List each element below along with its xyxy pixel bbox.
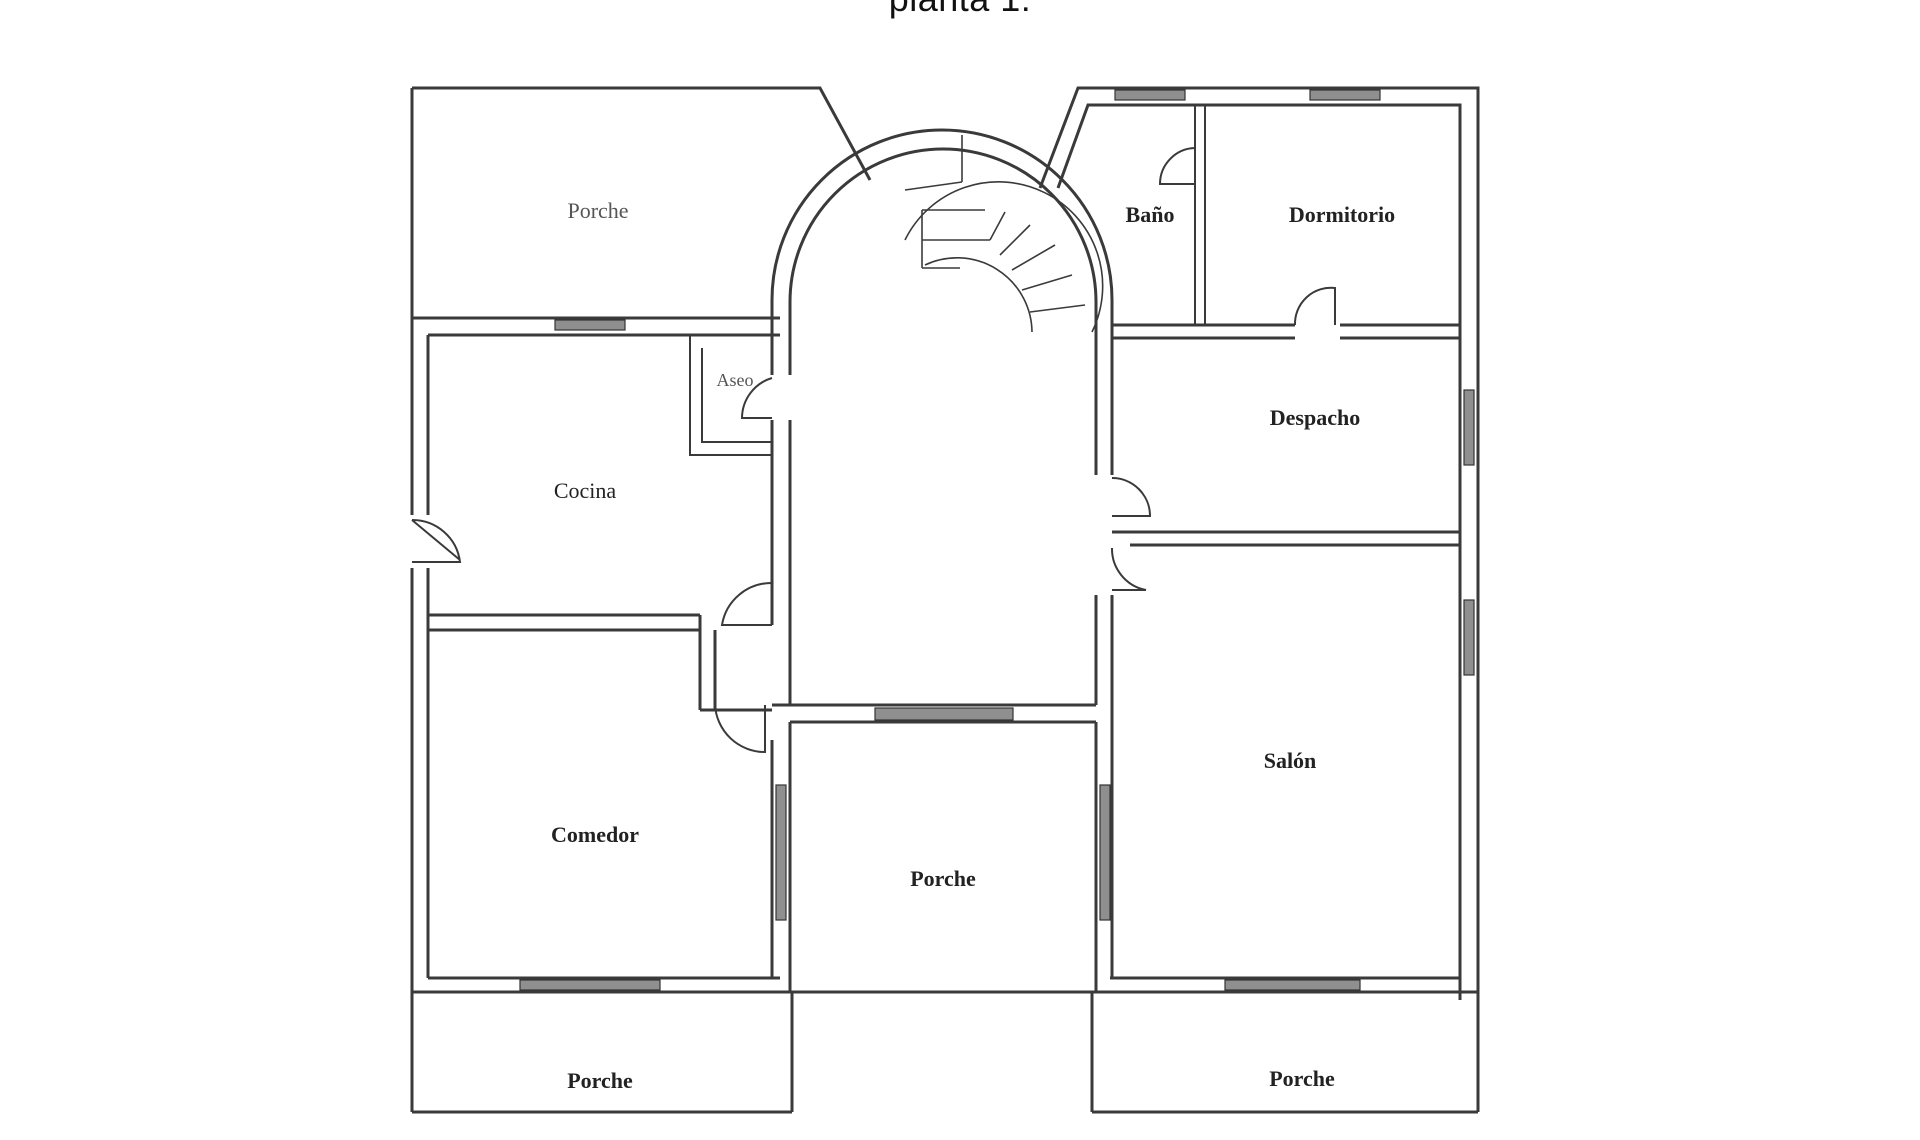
stair-outer-arc bbox=[904, 181, 1104, 333]
outer-walls bbox=[410, 86, 1480, 1114]
stair-step-6 bbox=[1011, 244, 1056, 271]
label-despacho: Despacho bbox=[1270, 405, 1360, 430]
window-comedor-side bbox=[775, 784, 787, 921]
door-salon bbox=[1110, 547, 1147, 591]
wall-top-right-inner bbox=[1056, 103, 1462, 1000]
stair-step-4 bbox=[989, 211, 1006, 241]
label-porche-bottom-left: Porche bbox=[567, 1068, 633, 1093]
window-cocina bbox=[554, 319, 626, 331]
door-comedor bbox=[714, 704, 766, 754]
stair-inner-arc bbox=[924, 257, 1033, 333]
spiral-stair bbox=[904, 135, 1104, 333]
window-salon bbox=[1224, 979, 1361, 991]
window-hall bbox=[874, 707, 1014, 721]
door-aseo bbox=[740, 377, 773, 419]
label-comedor: Comedor bbox=[551, 822, 639, 847]
door-despacho bbox=[1111, 477, 1152, 517]
room-labels: Porche Baño Dormitorio Aseo Cocina Despa… bbox=[551, 198, 1395, 1093]
plan-title: planta 1: bbox=[0, 0, 1920, 20]
label-dormitorio: Dormitorio bbox=[1289, 202, 1395, 227]
window-salon-side bbox=[1463, 599, 1475, 676]
internal-walls bbox=[428, 105, 1460, 978]
rotunda-outer-arc bbox=[770, 128, 1114, 330]
stair-step-7 bbox=[1021, 274, 1073, 291]
door-dormitorio bbox=[1293, 286, 1336, 326]
rotunda-inner-arc bbox=[788, 147, 1098, 330]
aseo-walls bbox=[689, 335, 772, 456]
label-porche-top: Porche bbox=[567, 198, 628, 223]
label-bano: Baño bbox=[1126, 202, 1175, 227]
door-bano bbox=[1158, 147, 1196, 185]
doors bbox=[411, 147, 1336, 754]
window-despacho bbox=[1463, 389, 1475, 466]
wall-top-right bbox=[1038, 86, 1480, 1112]
wall-top-left bbox=[412, 86, 872, 181]
stair-step-8 bbox=[1029, 304, 1086, 313]
window-dormitorio bbox=[1309, 89, 1381, 101]
door-cocina-exterior bbox=[411, 518, 462, 563]
aseo-walls-inner bbox=[701, 348, 772, 443]
label-cocina: Cocina bbox=[554, 478, 617, 503]
window-comedor bbox=[519, 979, 661, 991]
rotunda-walls bbox=[770, 128, 1114, 992]
label-aseo: Aseo bbox=[717, 370, 754, 390]
window-salon-porche bbox=[1099, 784, 1111, 921]
label-porche-center: Porche bbox=[910, 866, 976, 891]
stair-step-5 bbox=[999, 224, 1031, 256]
label-porche-bottom-right: Porche bbox=[1269, 1066, 1335, 1091]
door-cocina-hall bbox=[720, 581, 773, 626]
stair-arrow-head bbox=[904, 181, 963, 191]
window-bano bbox=[1114, 89, 1186, 101]
label-salon: Salón bbox=[1264, 748, 1317, 773]
windows bbox=[519, 89, 1475, 991]
